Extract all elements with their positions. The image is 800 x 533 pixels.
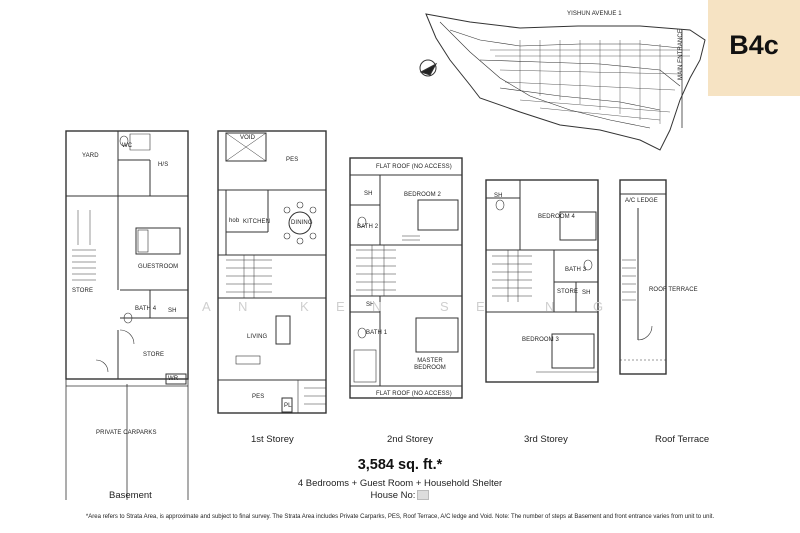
room-hs: H/S <box>158 162 169 168</box>
main-entrance-label: MAIN ENTRANCE <box>678 29 684 80</box>
house-number-box <box>417 490 430 501</box>
room-bedroom4: BEDROOM 4 <box>538 214 575 220</box>
room-sh-basement: SH <box>168 308 177 314</box>
room-bath1: BATH 1 <box>366 330 388 336</box>
strata-area: 3,584 sq. ft.* <box>357 457 443 473</box>
room-pl: PL <box>284 403 292 409</box>
caption-roof-terrace: Roof Terrace <box>655 434 710 445</box>
unit-badge: B4c <box>708 0 800 96</box>
room-dining: DINING <box>291 220 313 226</box>
room-store-basement-1: STORE <box>72 288 94 294</box>
caption-basement: Basement <box>109 490 152 501</box>
room-master-bedroom: MASTER BEDROOM <box>414 358 446 371</box>
room-store-3rd: STORE <box>557 289 579 295</box>
room-wc: WC <box>122 143 133 149</box>
footnote: *Area refers to Strata Area, is approxim… <box>85 514 715 520</box>
unit-description: 4 Bedrooms + Guest Room + Household Shel… <box>297 478 503 489</box>
private-carparks-label: PRIVATE CARPARKS <box>96 430 157 436</box>
room-hob: hob <box>229 218 240 224</box>
watermark-letter-7: E <box>476 299 487 314</box>
watermark-letter-2: N <box>238 299 250 314</box>
second-storey-plan <box>349 157 463 399</box>
room-kitchen: KITCHEN <box>243 219 271 225</box>
roof-terrace-plan <box>619 179 667 375</box>
caption-3rd-storey: 3rd Storey <box>524 434 568 445</box>
room-sh-2nd-1: SH <box>364 191 373 197</box>
unit-badge-label: B4c <box>729 30 779 60</box>
room-bath2: BATH 2 <box>357 224 379 230</box>
ac-ledge-label: A/C LEDGE <box>625 198 658 204</box>
flat-roof-top: FLAT ROOF (NO ACCESS) <box>376 164 452 170</box>
watermark-letter-8: N <box>545 299 557 314</box>
third-storey-plan <box>485 179 599 383</box>
room-store-basement-2: STORE <box>143 352 165 358</box>
house-number-label: House No: <box>370 490 416 501</box>
watermark-letter-3: K <box>300 299 311 314</box>
room-guestroom: GUESTROOM <box>138 264 179 270</box>
room-sh-3rd-1: SH <box>494 193 503 199</box>
room-bath4: BATH 4 <box>135 306 157 312</box>
caption-2nd-storey: 2nd Storey <box>387 434 433 445</box>
first-storey-plan <box>217 130 327 414</box>
house-number-row: House No: <box>0 490 800 501</box>
road-label: YISHUN AVENUE 1 <box>567 11 622 17</box>
room-bedroom2: BEDROOM 2 <box>404 192 441 198</box>
room-living: LIVING <box>247 334 268 340</box>
watermark-letter-6: S <box>440 299 451 314</box>
caption-1st-storey: 1st Storey <box>251 434 294 445</box>
watermark-letter-4: E <box>336 299 347 314</box>
room-bedroom3: BEDROOM 3 <box>522 337 559 343</box>
watermark-letter-9: G <box>593 299 606 314</box>
roof-terrace-label: ROOF TERRACE <box>649 287 698 293</box>
room-wr: WR <box>168 376 179 382</box>
room-pes-top: PES <box>286 157 299 163</box>
basement-plan <box>65 130 189 500</box>
room-sh-3rd-2: SH <box>582 290 591 296</box>
room-void: VOID <box>240 135 256 141</box>
watermark-letter-5: N <box>372 299 384 314</box>
site-plan <box>419 13 706 151</box>
watermark-letter-1: A <box>202 299 213 314</box>
room-yard: YARD <box>82 153 99 159</box>
room-bath3: BATH 3 <box>565 267 587 273</box>
flat-roof-bottom: FLAT ROOF (NO ACCESS) <box>376 391 452 397</box>
room-pes-bottom: PES <box>252 394 265 400</box>
room-sh-2nd-2: SH <box>366 302 375 308</box>
